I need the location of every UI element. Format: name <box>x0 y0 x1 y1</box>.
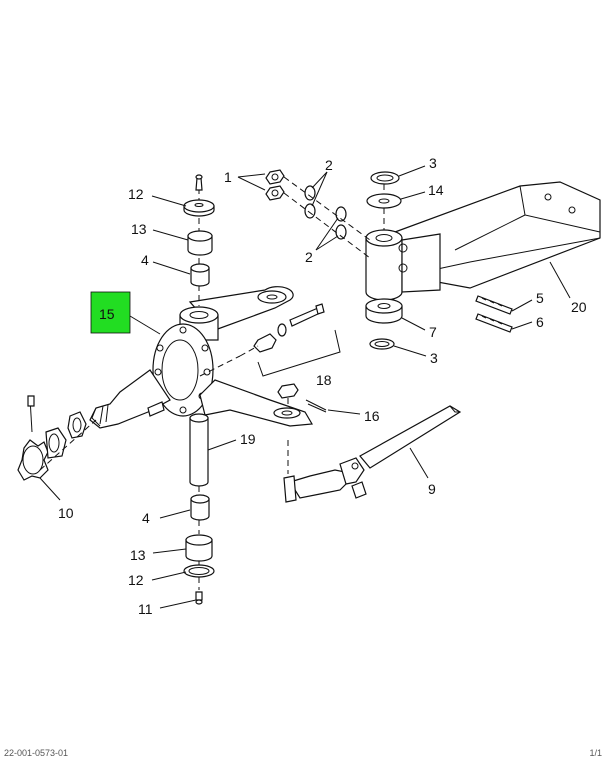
bolt-6[interactable] <box>475 313 513 333</box>
callout-13-top: 13 <box>131 221 147 237</box>
shim-14[interactable] <box>366 193 402 209</box>
callout-12-bottom: 12 <box>128 572 144 588</box>
callout-19: 19 <box>240 431 256 447</box>
castle-nut[interactable] <box>277 383 299 399</box>
thrust-bearing-7[interactable] <box>365 298 403 324</box>
washer-3-top[interactable] <box>370 171 400 185</box>
callout-3-bottom: 3 <box>430 350 438 366</box>
callout-2-bottom: 2 <box>305 249 313 265</box>
callout-9: 9 <box>428 481 436 497</box>
callout-7: 7 <box>429 324 437 340</box>
callout-11: 11 <box>138 601 153 617</box>
callout-6: 6 <box>536 314 544 330</box>
grease-fitting-bottom[interactable] <box>195 591 203 605</box>
drawing-number: 22-001-0573-01 <box>4 748 69 758</box>
bolt-assembly-18[interactable] <box>253 303 325 353</box>
axle-beam[interactable] <box>365 181 601 301</box>
callout-12-top: 12 <box>128 186 144 202</box>
callout-18: 18 <box>316 372 332 388</box>
callout-4-top: 4 <box>141 252 149 268</box>
callout-5: 5 <box>536 290 544 306</box>
cap-12-top[interactable] <box>183 199 215 217</box>
callout-20: 20 <box>571 299 587 315</box>
steering-knuckle-15[interactable] <box>89 286 313 429</box>
grease-fitting-top[interactable] <box>195 174 203 191</box>
bushing-13-top[interactable] <box>187 230 213 256</box>
washers-2[interactable] <box>304 185 347 240</box>
callout-14: 14 <box>428 182 444 198</box>
nuts-1[interactable] <box>265 169 285 201</box>
cap-12-bottom[interactable] <box>183 564 215 578</box>
callout-16: 16 <box>364 408 380 424</box>
page-indicator: 1/1 <box>589 748 602 758</box>
callout-2-top: 2 <box>325 157 333 173</box>
callout-15: 15 <box>99 306 115 322</box>
callout-4-bottom: 4 <box>142 510 150 526</box>
callout-15-highlight[interactable]: 15 <box>90 291 131 334</box>
tie-rod-9[interactable] <box>283 405 462 503</box>
callout-1: 1 <box>224 169 232 185</box>
cotter-pin-16[interactable] <box>305 399 327 413</box>
bushing-4-top[interactable] <box>190 263 210 287</box>
nut-lock-assembly-10[interactable] <box>17 395 87 481</box>
callout-3-top: 3 <box>429 155 437 171</box>
washer-3-bottom[interactable] <box>369 338 395 350</box>
callout-13-bottom: 13 <box>130 547 146 563</box>
bolt-5[interactable] <box>475 295 513 315</box>
bushing-13-bottom[interactable] <box>185 534 213 562</box>
callout-10: 10 <box>58 505 74 521</box>
bushing-4-bottom[interactable] <box>190 494 210 521</box>
king-pin-19[interactable] <box>189 413 209 487</box>
